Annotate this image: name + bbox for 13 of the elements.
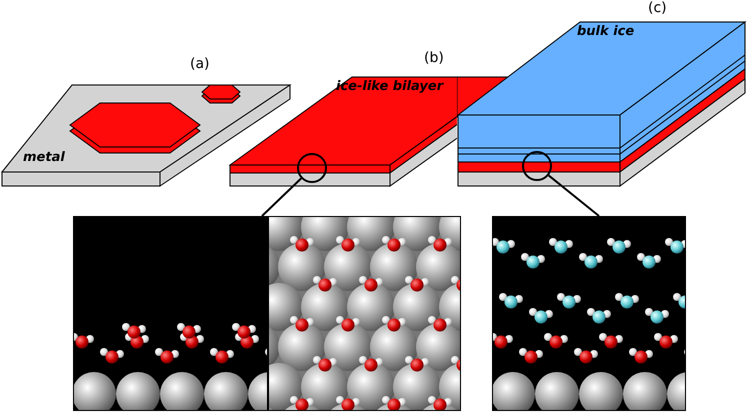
panel-label: (b) — [424, 50, 444, 66]
slab-label: metal — [23, 150, 65, 165]
slab-label: ice-like bilayer — [336, 79, 444, 94]
top-view-drawing — [268, 216, 461, 411]
magnifier-circle — [297, 153, 327, 183]
slab-label: bulk ice — [577, 24, 634, 39]
magnifier-circle — [522, 151, 552, 181]
panel-label: (a) — [190, 56, 210, 72]
panel-label: (c) — [648, 0, 667, 16]
side-view-drawing — [73, 216, 268, 411]
bulk-ice-drawing — [492, 216, 686, 411]
leader-line — [261, 178, 302, 217]
leader-line — [548, 174, 600, 217]
